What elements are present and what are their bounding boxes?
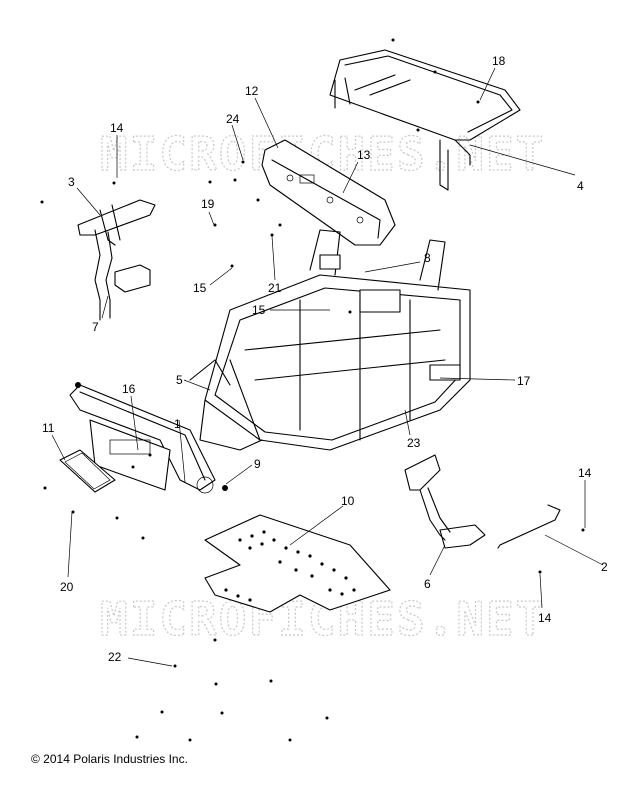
callout-14-right: 14: [578, 466, 592, 480]
callout-labels: 18 4 12 13 24 14 3 19 15 21 8 15 17 5 23…: [42, 54, 608, 664]
callout-2: 2: [601, 560, 608, 574]
callout-4: 4: [577, 179, 584, 193]
right-step-bracket: [404, 454, 486, 549]
left-step-bracket: [77, 199, 156, 321]
callout-19: 19: [201, 197, 215, 211]
callout-9: 9: [254, 457, 261, 471]
callout-23: 23: [407, 436, 421, 450]
rear-rack-bar: [329, 49, 521, 191]
callout-5: 5: [176, 373, 183, 387]
skid-plate: [204, 514, 391, 613]
callout-7: 7: [92, 320, 99, 334]
copyright-notice: © 2014 Polaris Industries Inc.: [31, 752, 188, 766]
leader-lines: [51, 67, 604, 667]
callout-22: 22: [108, 650, 122, 664]
callout-1: 1: [174, 417, 181, 431]
front-crossmember: [261, 139, 396, 246]
callout-15-frame: 15: [252, 303, 266, 317]
callout-14-bottom: 14: [538, 611, 552, 625]
support-rod: [497, 504, 561, 549]
front-bumper: [69, 384, 216, 494]
callout-12: 12: [245, 84, 259, 98]
callout-15-left: 15: [193, 281, 207, 295]
callout-8: 8: [424, 251, 431, 265]
callout-16: 16: [122, 382, 136, 396]
callout-18: 18: [492, 54, 506, 68]
callout-14-top: 14: [110, 121, 124, 135]
callout-21: 21: [268, 281, 282, 295]
callout-17: 17: [517, 374, 531, 388]
callout-10: 10: [341, 494, 355, 508]
callout-3: 3: [68, 175, 75, 189]
callout-13: 13: [357, 148, 371, 162]
callout-24: 24: [226, 112, 240, 126]
callout-11: 11: [42, 421, 55, 435]
badge-plate: [59, 449, 116, 493]
main-frame: [189, 229, 471, 451]
callout-6: 6: [424, 577, 431, 591]
callout-20: 20: [60, 580, 74, 594]
